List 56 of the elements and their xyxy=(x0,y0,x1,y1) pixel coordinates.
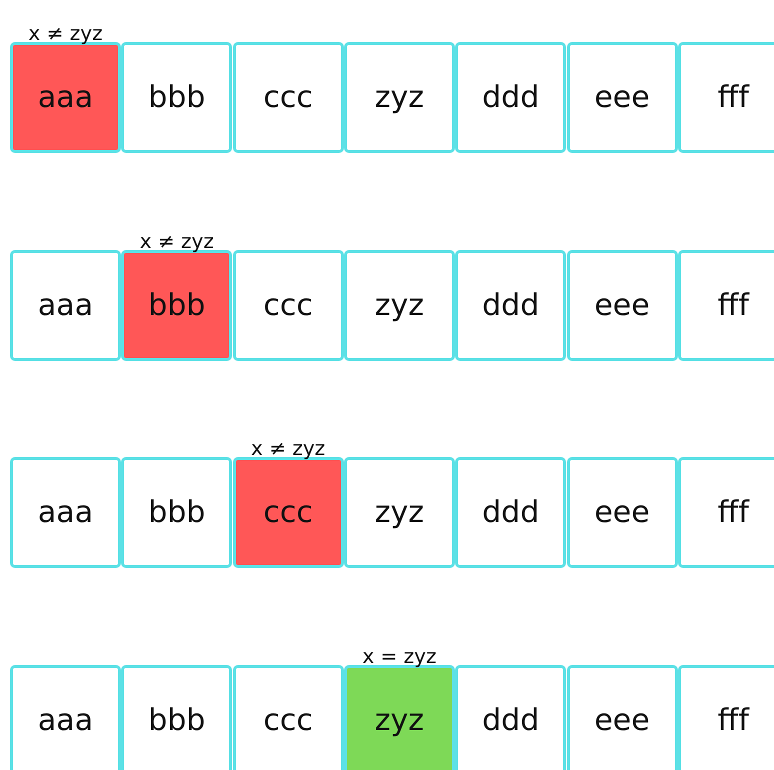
array-cell xyxy=(678,457,774,568)
cell-value: aaa xyxy=(38,80,94,115)
cell-value: fff xyxy=(718,495,749,530)
cell-value: fff xyxy=(718,80,749,115)
comparison-label: x ≠ zyz xyxy=(251,438,326,458)
cell-value: aaa xyxy=(38,702,94,738)
cell-value: zyz xyxy=(374,288,424,322)
cell-value: ccc xyxy=(263,495,313,530)
cell-value: aaa xyxy=(38,495,94,530)
cell-value: bbb xyxy=(148,80,206,115)
cell-value: ccc xyxy=(263,288,313,322)
comparison-label: x ≠ zyz xyxy=(28,23,103,43)
cell-value: zyz xyxy=(374,702,424,738)
array-cell xyxy=(121,457,232,568)
cell-value: ddd xyxy=(482,288,540,322)
array-cell xyxy=(678,664,774,770)
cell-value: bbb xyxy=(148,495,206,530)
cell-value: zyz xyxy=(374,80,424,115)
cell-value: eee xyxy=(594,288,650,322)
array-cell xyxy=(10,457,121,568)
array-cell xyxy=(232,42,344,153)
array-cell xyxy=(121,664,232,770)
array-cell xyxy=(455,42,566,153)
array-cell xyxy=(344,42,455,153)
array-cell xyxy=(566,250,678,360)
array-cell xyxy=(678,42,774,153)
array-cell xyxy=(121,42,232,153)
comparison-label: x ≠ zyz xyxy=(140,230,214,250)
cell-value: eee xyxy=(594,80,650,115)
comparison-label: x = zyz xyxy=(362,646,436,666)
array-cell xyxy=(566,664,678,770)
cell-value: fff xyxy=(718,702,749,738)
array-cell xyxy=(678,250,774,360)
cell-value: ddd xyxy=(482,80,540,115)
array-cell xyxy=(232,250,344,360)
cell-value: fff xyxy=(718,288,749,322)
cell-value: bbb xyxy=(148,702,206,738)
cell-value: aaa xyxy=(38,288,94,322)
array-cell xyxy=(232,664,344,770)
cell-value: ddd xyxy=(482,495,540,530)
array-cell xyxy=(10,250,121,360)
array-cell xyxy=(344,250,455,360)
cell-value: ccc xyxy=(263,702,313,738)
cell-value: bbb xyxy=(148,288,206,322)
array-cell xyxy=(566,42,678,153)
cell-value: eee xyxy=(594,702,650,738)
cell-value: eee xyxy=(594,495,650,530)
cell-value: ccc xyxy=(263,80,313,115)
array-cell xyxy=(10,664,121,770)
cell-value: ddd xyxy=(482,702,540,738)
cell-value: zyz xyxy=(374,495,424,530)
array-cell xyxy=(455,250,566,360)
array-cell xyxy=(455,457,566,568)
array-cell xyxy=(455,664,566,770)
array-cell xyxy=(344,457,455,568)
array-cell xyxy=(566,457,678,568)
